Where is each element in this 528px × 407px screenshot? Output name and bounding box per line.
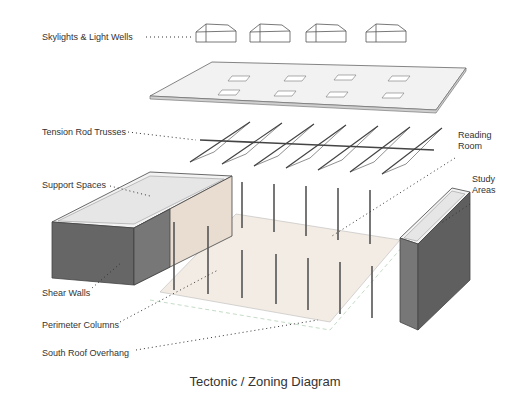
leader-lines [92, 37, 470, 350]
skylights [196, 24, 406, 42]
perimeter-columns [174, 182, 372, 318]
callout-label: Study Areas [472, 174, 520, 196]
callout-label: Support Spaces [42, 180, 106, 191]
tension-rod-trusses [190, 122, 442, 174]
callout-label: Perimeter Columns [42, 320, 119, 331]
callout-label: Reading Room [458, 130, 506, 152]
study-areas-block [400, 188, 470, 330]
callout-label: Shear Walls [42, 288, 90, 299]
diagram-title: Tectonic / Zoning Diagram [189, 374, 340, 389]
callout-label: Skylights & Light Wells [42, 32, 133, 43]
roof-plate [150, 62, 466, 113]
callout-label: Tension Rod Trusses [42, 127, 126, 138]
callout-label: South Roof Overhang [42, 348, 129, 359]
